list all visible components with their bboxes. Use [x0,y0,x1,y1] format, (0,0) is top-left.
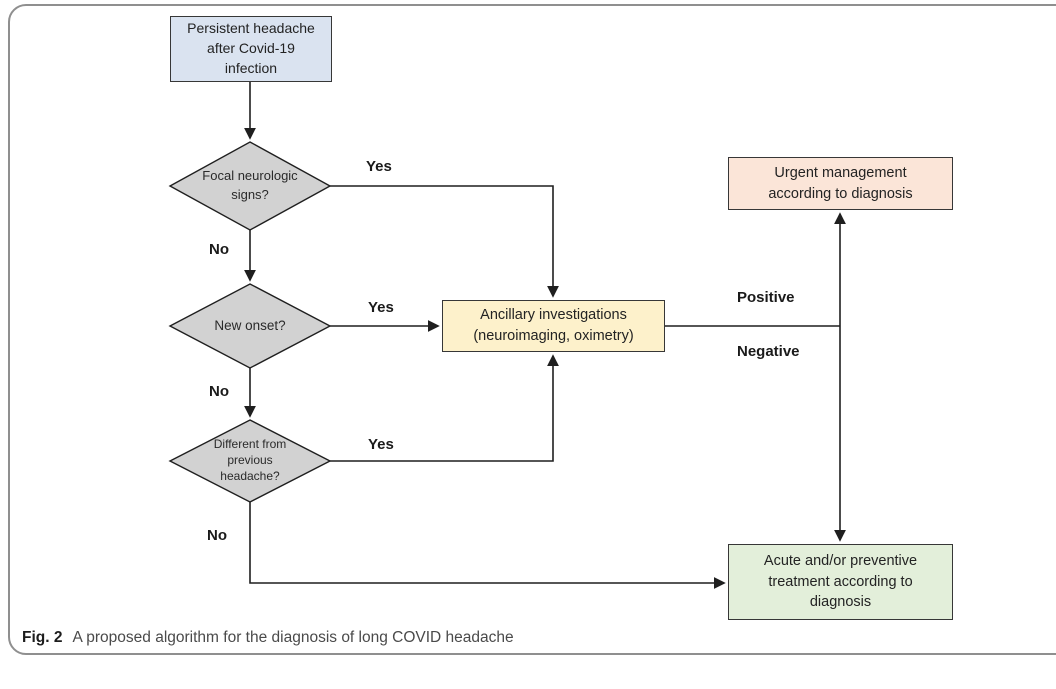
label-different-from-previous: Different from previous headache? [213,437,287,483]
connector-focal-yes-to-ancillary [330,185,559,298]
edge-label-negative: Negative [737,343,800,360]
label-new-onset: New onset? [214,318,286,333]
edge-label-yes-new-onset: Yes [368,299,394,316]
edge-label-no-focal: No [209,241,229,258]
figure-caption-label: Fig. 2 [22,629,63,646]
connector-different-yes-to-ancillary [330,354,559,462]
figure-caption-text: A proposed algorithm for the diagnosis o… [72,629,514,646]
figure-caption: Fig. 2 A proposed algorithm for the diagn… [22,629,514,647]
node-acute-preventive-treatment: Acute and/or preventive treatment accord… [728,544,953,620]
edge-label-positive: Positive [737,289,795,306]
node-persistent-headache: Persistent headache after Covid-19 infec… [170,16,332,82]
node-ancillary-investigations: Ancillary investigations (neuroimaging, … [442,300,665,352]
edge-label-yes-focal: Yes [366,158,392,175]
node-urgent-management: Urgent management according to diagnosis [728,157,953,210]
edge-label-no-new-onset: No [209,383,229,400]
edge-label-no-different: No [207,527,227,544]
label-focal-neurologic-signs: Focal neurologic signs? [202,168,298,202]
edge-label-yes-different: Yes [368,436,394,453]
connector-different-no-to-treatment [249,502,726,589]
